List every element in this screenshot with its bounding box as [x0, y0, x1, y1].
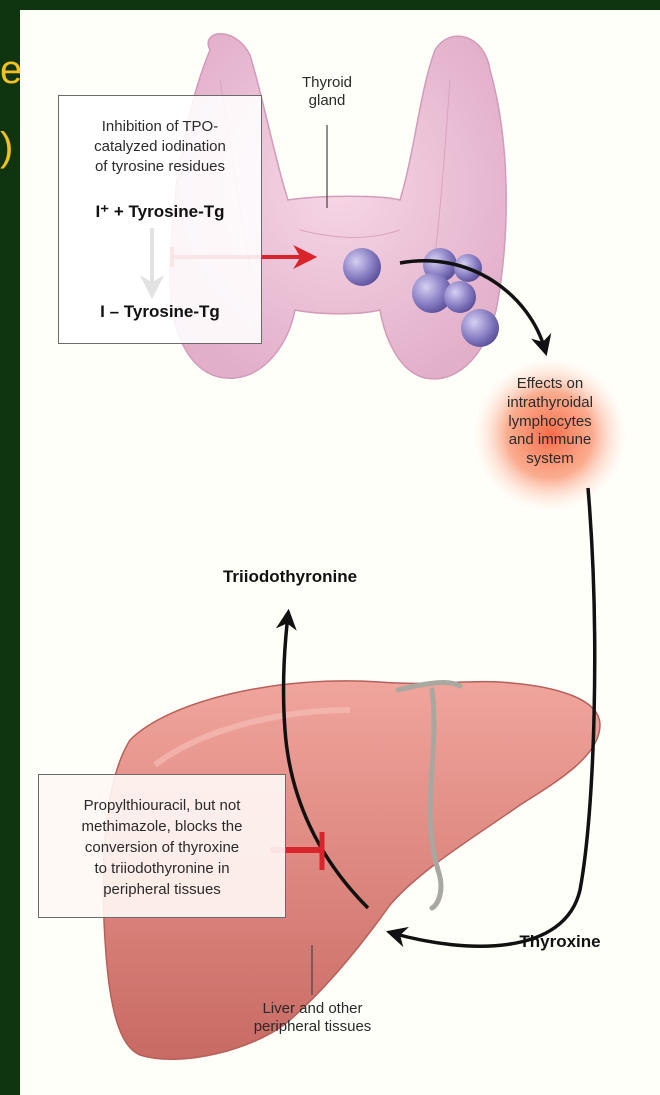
ptu-line3: conversion of thyroxine — [39, 839, 285, 857]
effects-line1: Effects on — [490, 375, 610, 394]
ptu-line5: peripheral tissues — [39, 881, 285, 899]
ptu-line4: to triiodothyronine in — [39, 860, 285, 878]
thyroid-label-line2: gland — [272, 92, 382, 110]
product-label: I – Tyrosine-Tg — [59, 302, 261, 322]
effects-line5: system — [490, 450, 610, 469]
thyroxine-label: Thyroxine — [500, 932, 620, 952]
reactant-label: I⁺ + Tyrosine-Tg — [59, 202, 261, 222]
liver-label: Liver and other peripheral tissues — [225, 1000, 400, 1036]
slide-text-fragment-top: e — [0, 50, 22, 90]
tpo-caption-line2: catalyzed iodination — [59, 138, 261, 156]
slide-text-fragment-bottom: ) — [0, 127, 13, 167]
tpo-caption-line1: Inhibition of TPO- — [59, 118, 261, 136]
effects-line2: intrathyroidal — [490, 394, 610, 413]
effects-line3: lymphocytes — [490, 413, 610, 432]
lymphocyte-cell — [461, 309, 499, 347]
tpo-inhibition-box: Inhibition of TPO- catalyzed iodination … — [58, 95, 262, 344]
lymphocyte-cell — [444, 281, 476, 313]
lymphocyte-cell — [343, 248, 381, 286]
ptu-line1: Propylthiouracil, but not — [39, 797, 285, 815]
thyroid-label-line1: Thyroid — [272, 74, 382, 92]
ptu-line2: methimazole, blocks the — [39, 818, 285, 836]
figure-panel: Inhibition of TPO- catalyzed iodination … — [20, 10, 660, 1095]
liver-label-line2: peripheral tissues — [225, 1018, 400, 1036]
triiodothyronine-label: Triiodothyronine — [200, 567, 380, 587]
ptu-info-box: Propylthiouracil, but not methimazole, b… — [38, 774, 286, 918]
liver-label-line1: Liver and other — [225, 1000, 400, 1018]
effects-line4: and immune — [490, 431, 610, 450]
thyroid-gland-label: Thyroid gland — [272, 74, 382, 110]
tpo-caption-line3: of tyrosine residues — [59, 158, 261, 176]
immune-effects-label: Effects on intrathyroidal lymphocytes an… — [490, 375, 610, 469]
